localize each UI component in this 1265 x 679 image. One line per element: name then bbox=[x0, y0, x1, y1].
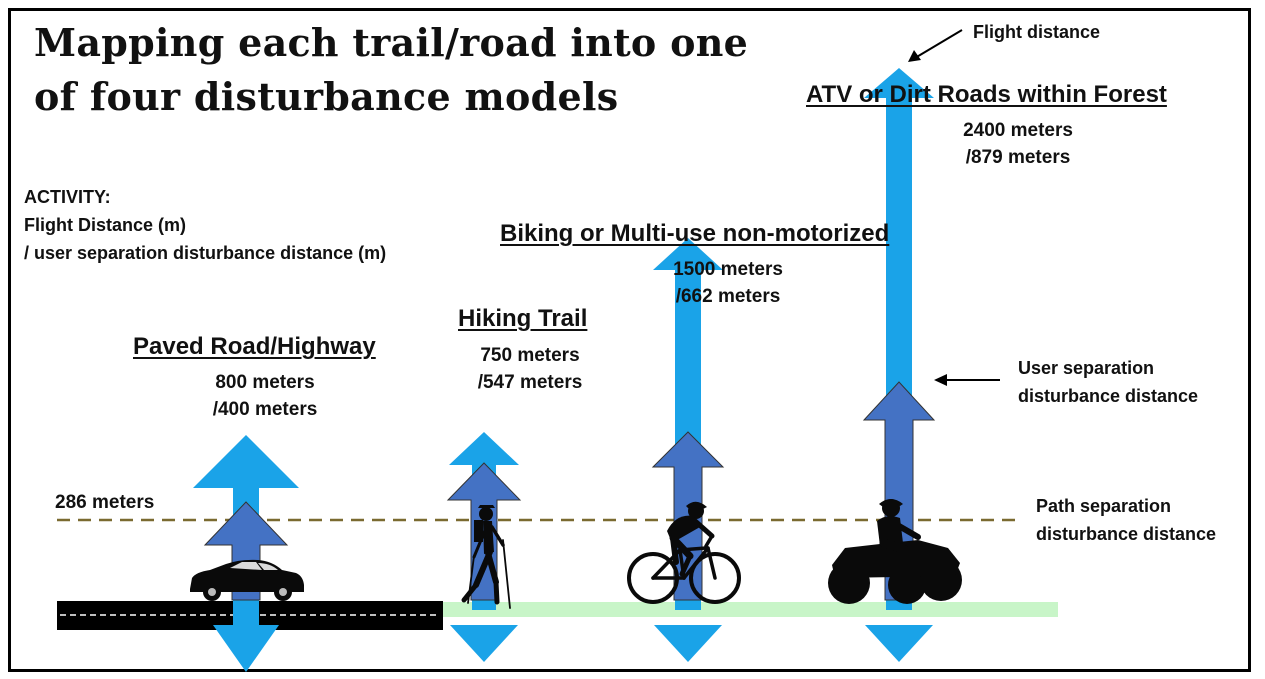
separation-arrow-atv bbox=[862, 381, 936, 601]
flight-distance-label: Flight distance bbox=[973, 22, 1101, 42]
diagram-frame bbox=[8, 8, 1251, 672]
legend-user-separation: / user separation disturbance distance (… bbox=[24, 243, 387, 263]
paved-road-values: 800 meters /400 meters bbox=[200, 369, 330, 423]
hiking-trail-flight-distance: 750 meters bbox=[480, 345, 580, 366]
hiking-trail-values: 750 meters /547 meters bbox=[463, 342, 597, 396]
paved-road-separation-distance: /400 meters bbox=[212, 399, 318, 420]
atv-icon bbox=[828, 499, 962, 604]
flight-arrow-biking bbox=[653, 238, 723, 662]
path-separation-label-line-1: Path separation bbox=[1036, 496, 1172, 516]
page-title-line-2: of four disturbance models bbox=[34, 74, 619, 119]
hiker-icon bbox=[461, 505, 511, 609]
biking-flight-distance: 1500 meters bbox=[673, 259, 783, 280]
flight-distance-pointer bbox=[908, 29, 963, 62]
atv-separation-distance: /879 meters bbox=[965, 147, 1071, 168]
paved-road-flight-distance: 800 meters bbox=[215, 372, 315, 393]
paved-road-heading: Paved Road/Highway bbox=[133, 333, 376, 360]
biking-values: 1500 meters /662 meters bbox=[662, 256, 794, 310]
flight-arrow-atv bbox=[864, 68, 934, 662]
path-separation-label-line-2: disturbance distance bbox=[1036, 524, 1217, 544]
bicycle-icon bbox=[627, 501, 741, 604]
threshold-label: 286 meters bbox=[55, 492, 155, 513]
hiking-trail-heading: Hiking Trail bbox=[458, 305, 588, 332]
legend-flight-distance: Flight Distance (m) bbox=[24, 215, 187, 235]
car-icon bbox=[190, 559, 304, 601]
page-title-line-1: Mapping each trail/road into one bbox=[34, 20, 749, 65]
hiking-trail-separation-distance: /547 meters bbox=[477, 372, 583, 393]
user-separation-label-line-2: disturbance distance bbox=[1018, 386, 1199, 406]
atv-flight-distance: 2400 meters bbox=[963, 120, 1073, 141]
atv-heading: ATV or Dirt Roads within Forest bbox=[806, 81, 1167, 108]
atv-values: 2400 meters /879 meters bbox=[948, 117, 1088, 171]
user-separation-pointer bbox=[934, 374, 1000, 386]
trail-strip bbox=[440, 602, 1058, 617]
biking-heading: Biking or Multi-use non-motorized bbox=[500, 220, 890, 247]
biking-separation-distance: /662 meters bbox=[675, 286, 781, 307]
legend-activity: ACTIVITY: bbox=[24, 187, 111, 207]
user-separation-label-line-1: User separation bbox=[1018, 358, 1155, 378]
